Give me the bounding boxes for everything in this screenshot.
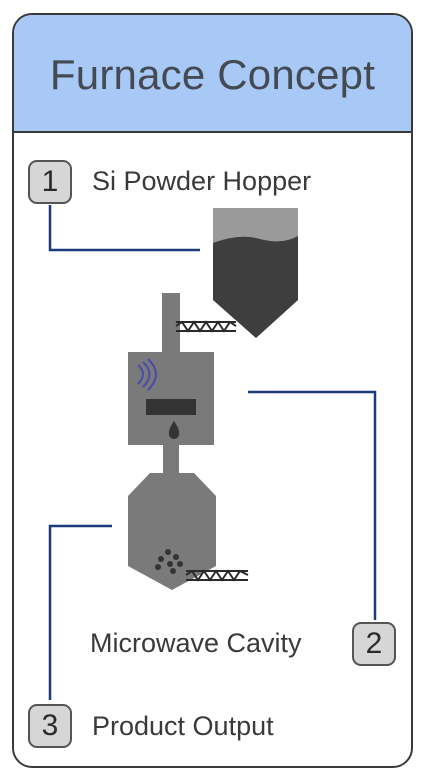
output-screw-conveyor bbox=[185, 569, 249, 582]
callout-badge-1: 1 bbox=[28, 160, 72, 204]
microwave-cavity bbox=[128, 352, 214, 445]
hopper-screw-conveyor bbox=[175, 320, 237, 333]
callout-badge-2: 2 bbox=[352, 622, 396, 666]
hopper bbox=[213, 208, 298, 338]
leader-line-hopper bbox=[48, 205, 200, 252]
diagram-card: Furnace Concept bbox=[12, 13, 413, 768]
callout-label-cavity: Microwave Cavity bbox=[90, 628, 302, 658]
product-collector bbox=[128, 473, 216, 590]
microwave-waves-icon bbox=[137, 364, 144, 385]
callout-badge-3: 3 bbox=[28, 704, 72, 748]
drop-icon bbox=[168, 421, 180, 439]
leader-line-cavity bbox=[248, 390, 377, 620]
page-title: Furnace Concept bbox=[49, 51, 376, 98]
cavity-window bbox=[146, 399, 196, 415]
leader-line-output bbox=[48, 524, 112, 700]
card-header: Furnace Concept bbox=[14, 15, 411, 133]
transfer-pipe bbox=[163, 444, 179, 474]
feed-pipe bbox=[162, 293, 180, 353]
callout-label-hopper: Si Powder Hopper bbox=[92, 166, 312, 196]
callout-label-output: Product Output bbox=[92, 711, 274, 741]
